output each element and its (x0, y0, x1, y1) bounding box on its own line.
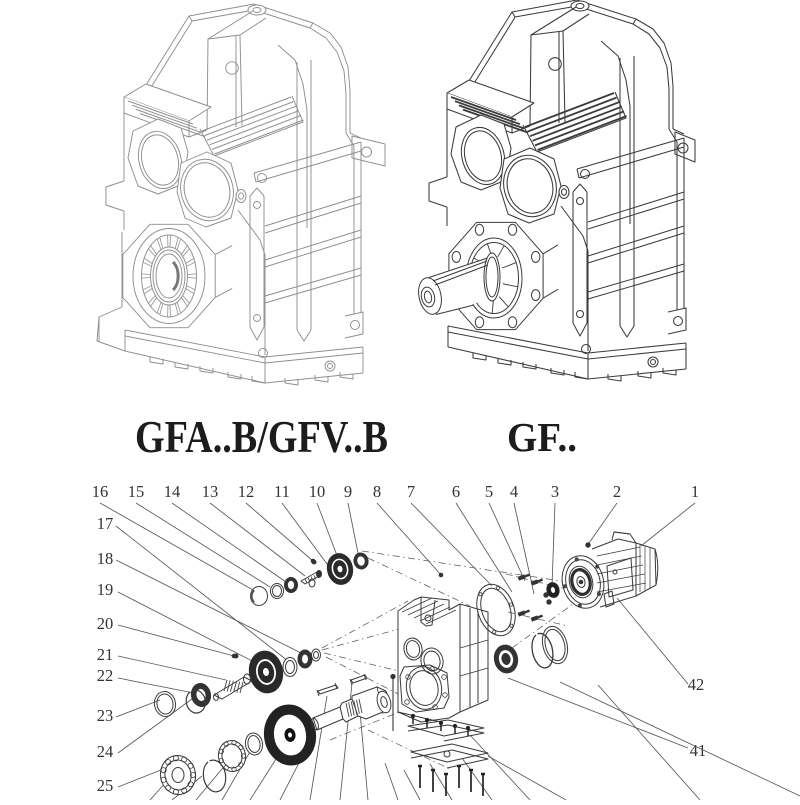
svg-text:22: 22 (97, 666, 114, 685)
svg-text:42: 42 (688, 675, 705, 694)
svg-text:10: 10 (309, 482, 326, 501)
svg-text:12: 12 (238, 482, 255, 501)
svg-text:21: 21 (97, 645, 114, 664)
svg-text:4: 4 (510, 482, 518, 501)
svg-text:6: 6 (452, 482, 460, 501)
svg-text:7: 7 (407, 482, 415, 501)
svg-text:5: 5 (485, 482, 493, 501)
svg-text:20: 20 (97, 614, 114, 633)
svg-text:17: 17 (97, 514, 114, 533)
svg-text:18: 18 (97, 549, 114, 568)
svg-text:11: 11 (274, 482, 290, 501)
svg-text:8: 8 (373, 482, 381, 501)
svg-text:3: 3 (551, 482, 559, 501)
svg-text:23: 23 (97, 706, 114, 725)
svg-text:GF..: GF.. (507, 414, 577, 460)
svg-text:GFA..B/GFV..B: GFA..B/GFV..B (135, 412, 388, 462)
svg-text:19: 19 (97, 580, 114, 599)
svg-text:2: 2 (613, 482, 621, 501)
svg-text:13: 13 (202, 482, 219, 501)
svg-text:9: 9 (344, 482, 352, 501)
svg-text:1: 1 (691, 482, 699, 501)
svg-text:14: 14 (164, 482, 181, 501)
svg-text:25: 25 (97, 776, 114, 795)
svg-text:24: 24 (97, 742, 114, 761)
svg-text:16: 16 (92, 482, 109, 501)
svg-text:15: 15 (128, 482, 145, 501)
